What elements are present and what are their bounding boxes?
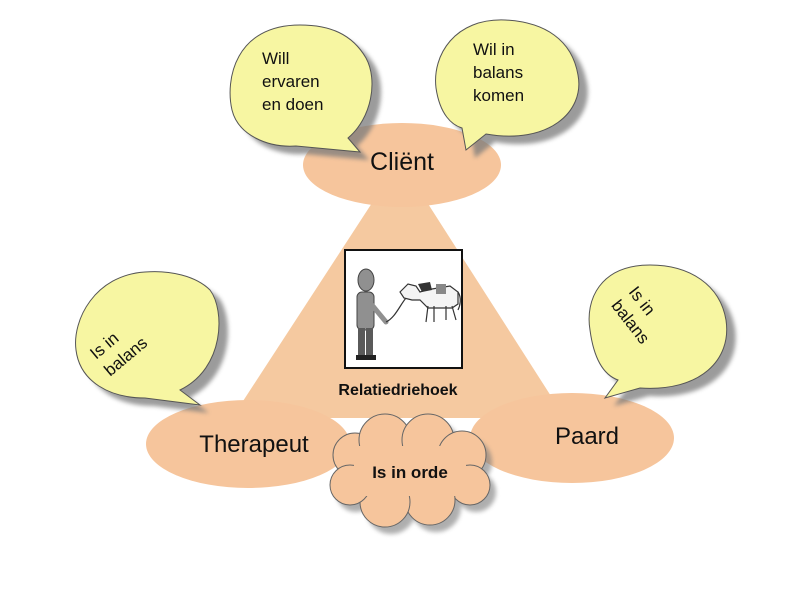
therapist-ellipse <box>146 400 350 488</box>
client-left-speech-bubble <box>229 24 373 153</box>
person-leading-horse-icon <box>344 249 463 369</box>
client-label: Cliënt <box>370 148 434 176</box>
cloud-label: Is in orde <box>372 463 448 482</box>
horse-speech-bubble <box>588 264 728 399</box>
client-right-speech-bubble <box>435 19 580 151</box>
therapist-speech-bubble <box>75 271 220 406</box>
cloud-shape: Is in orde <box>329 413 496 534</box>
client-right-bubble-text: Wil in balans komen <box>473 40 528 105</box>
client-left-bubble-text: Will ervaren en doen <box>262 49 324 114</box>
center-label: Relatiedriehoek <box>338 382 457 399</box>
therapist-label: Therapeut <box>199 431 309 458</box>
horse-label: Paard <box>555 423 619 450</box>
horse-ellipse <box>470 393 674 483</box>
